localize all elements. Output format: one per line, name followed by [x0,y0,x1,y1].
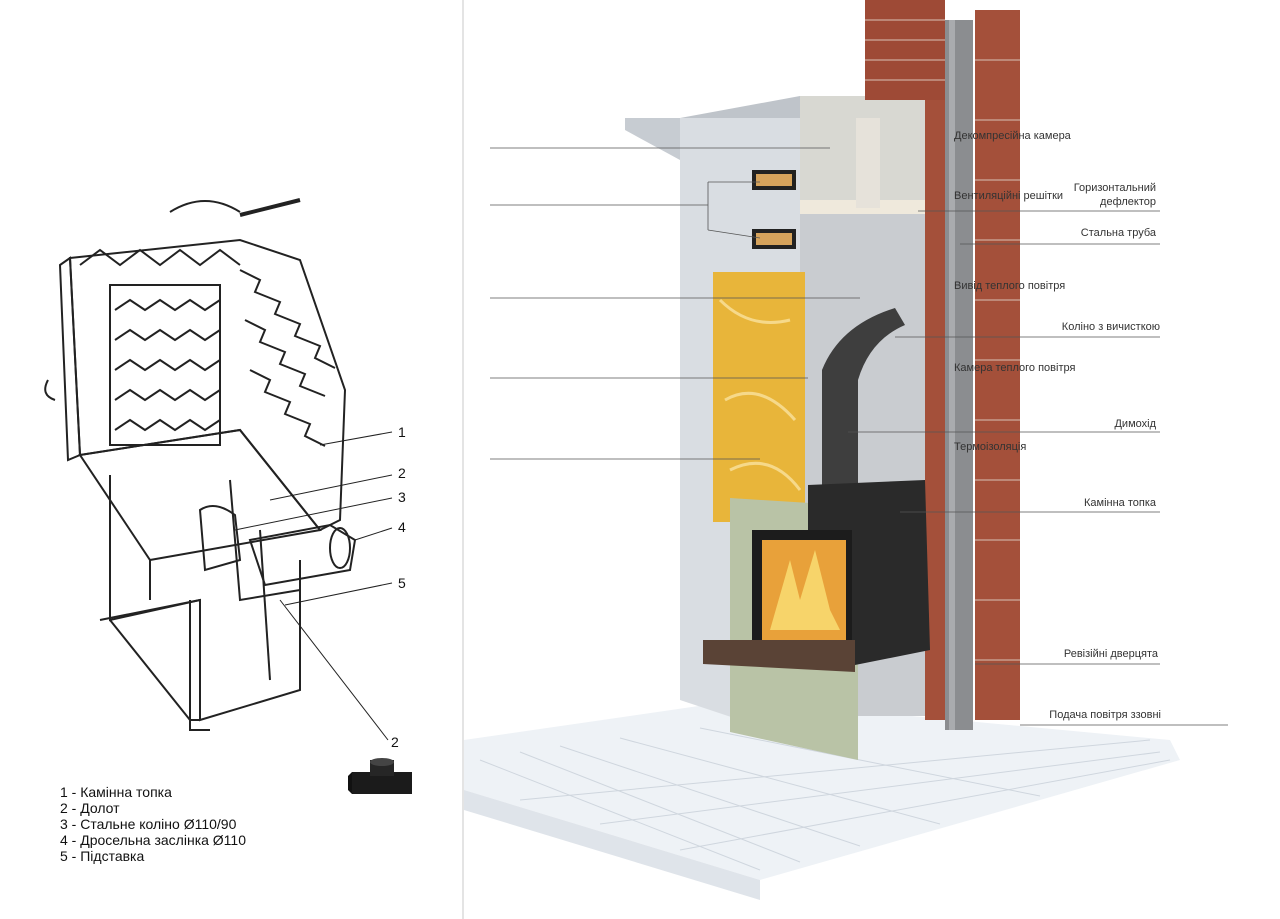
label-outside-air-supply: Подача повітря ззовні [1049,709,1161,721]
fireplace-insert-drawing [44,198,412,794]
label-warm-air-outlet: Вивід теплого повітря [954,280,1066,292]
parts-legend: 1 - Камінна топка 2 - Долот 3 - Стальне … [60,784,246,864]
label-fireplace-insert: Камінна топка [1083,497,1156,509]
label-horizontal-deflector-line1: Горизонтальний [1073,182,1156,194]
legend-item: 2 - Долот [60,800,120,816]
label-thermal-insulation: Термоізоляція [954,441,1027,453]
callout-number: 3 [398,489,406,505]
label-decompression-chamber: Декомпресійна камера [954,130,1071,142]
callout-number: 2 [391,734,399,750]
callout-number: 2 [398,465,406,481]
label-inspection-door: Ревізійні дверцята [1063,648,1158,660]
legend-item: 1 - Камінна топка [60,784,172,800]
callout-number: 5 [398,575,406,591]
panel-divider [462,0,464,919]
label-elbow-cleanout: Коліно з вичисткою [1061,321,1160,333]
callout-number: 4 [398,519,406,535]
label-flue: Димохід [1114,418,1156,430]
legend-item: 4 - Дросельна заслінка Ø110 [60,832,247,848]
label-warm-air-chamber: Камера теплого повітря [954,362,1076,374]
fireplace-cutaway-drawing [464,0,1180,900]
legend-item: 3 - Стальне коліно Ø110/90 [60,816,237,832]
legend-item: 5 - Підставка [60,848,145,864]
leader-lines [490,147,1228,726]
label-vent-grilles: Вентиляційні решітки [954,190,1064,202]
label-horizontal-deflector-line2: дефлектор [1100,196,1156,208]
cutaway-panel: Декомпресійна камера Вентиляційні решітк… [464,0,1280,919]
callout-number: 1 [398,424,406,440]
exploded-view-panel: 1 2 3 4 5 2 1 - Камінна топка 2 - Долот … [0,0,462,919]
label-steel-pipe: Стальна труба [1080,227,1156,239]
